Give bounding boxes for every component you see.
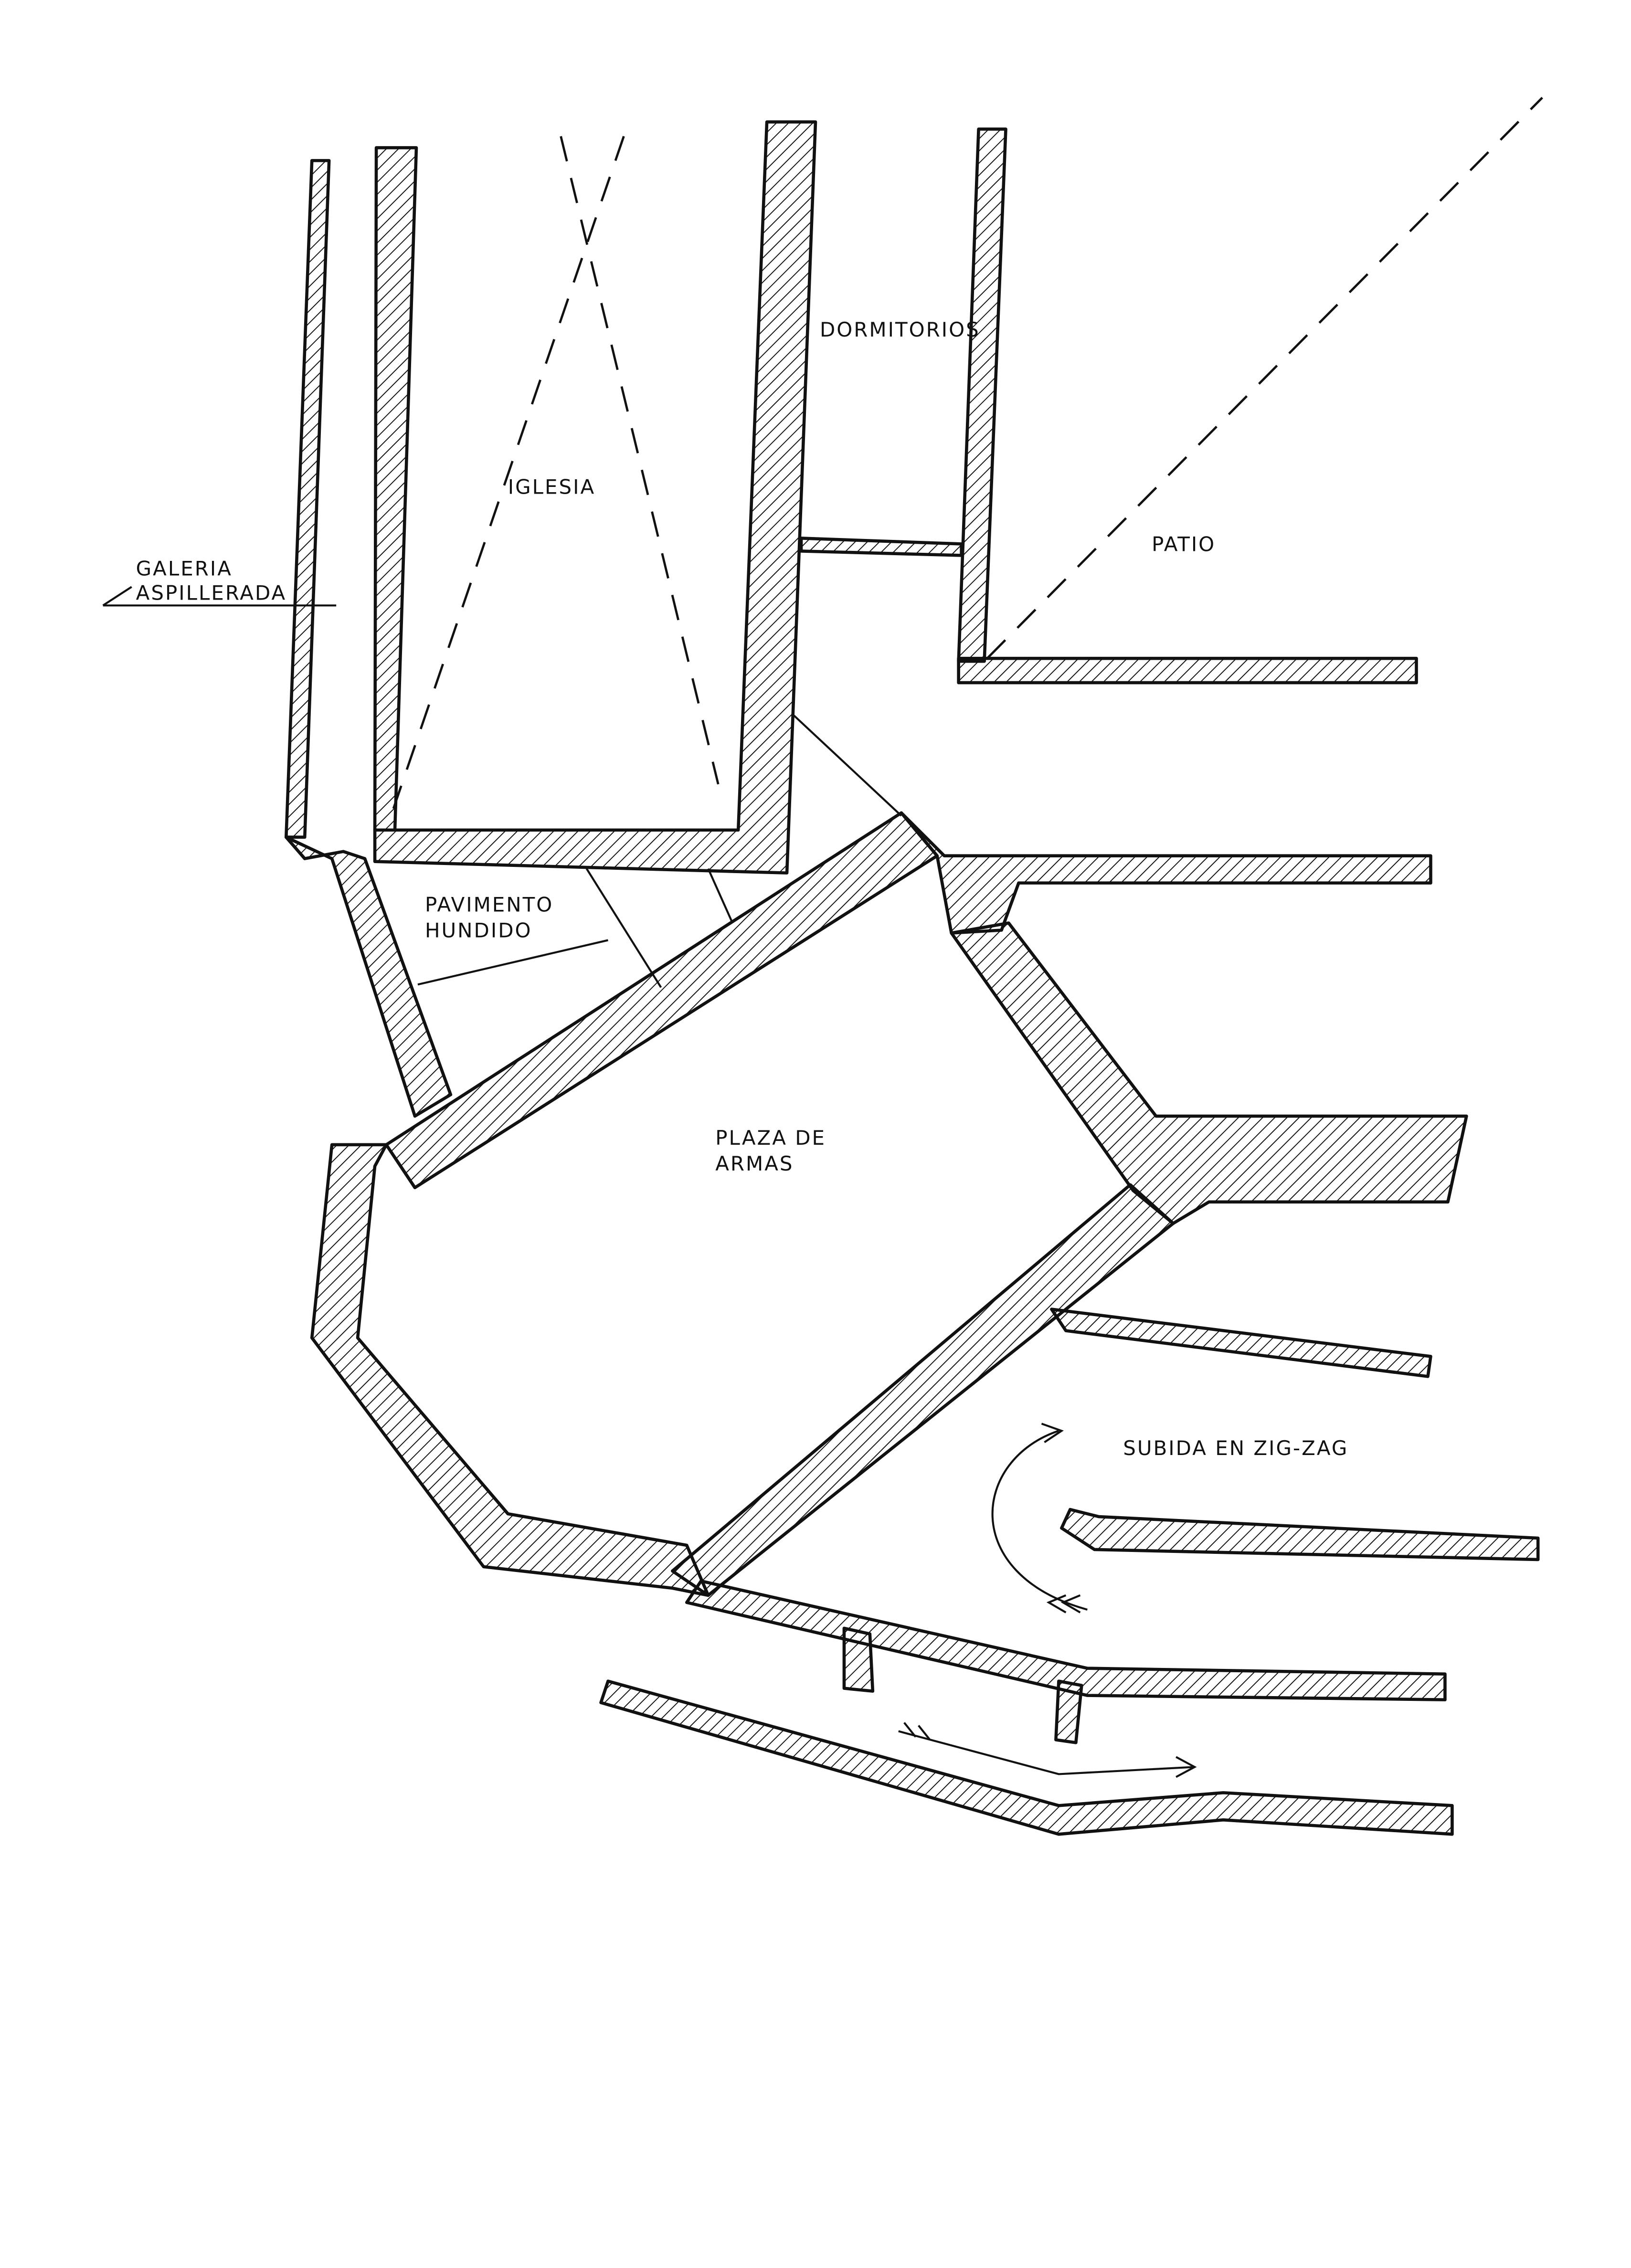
iglesia-east-wall (373, 120, 817, 875)
galeria-passage-wall (285, 835, 453, 1118)
ramp-wall (1050, 1308, 1432, 1378)
plaza-sw-wall (310, 1143, 710, 1597)
pavimento-line (793, 715, 902, 817)
zigzag-arrow-icon (991, 1430, 1088, 1611)
plaza-tower (900, 811, 1432, 935)
arrowhead-icon (1046, 1594, 1081, 1614)
ramp-wall (685, 1579, 1447, 1701)
label-iglesia: IGLESIA (508, 475, 595, 499)
dormitorios-east-wall (957, 127, 1007, 663)
patio-diagonal-line (986, 96, 1543, 659)
label-hundido: HUNDIDO (425, 918, 532, 942)
ascent-arrow-icon (898, 1730, 1197, 1778)
patio-wall (957, 656, 1418, 685)
arrowhead-icon (903, 1722, 931, 1741)
galeria-leader-line (102, 586, 132, 607)
arrowhead-icon (1041, 1423, 1064, 1443)
label-dormitorios: DORMITORIOS (820, 318, 980, 341)
ramp-wall (1060, 1508, 1540, 1561)
label-patio: PATIO (1152, 532, 1216, 556)
pavimento-line (417, 939, 608, 986)
plaza-ne-wall (950, 921, 1468, 1225)
iglesia-west-wall (373, 146, 418, 832)
label-subida: SUBIDA EN ZIG-ZAG (1123, 1436, 1348, 1460)
iglesia-vault-line (392, 136, 625, 809)
ramp-support (1054, 1679, 1083, 1744)
iglesia-vault-line (560, 136, 720, 785)
galeria-outer-wall (285, 159, 331, 839)
label-plaza-de: PLAZA DE (715, 1126, 826, 1150)
label-galeria: GALERIA (136, 557, 233, 580)
ramp-support (842, 1626, 875, 1693)
label-armas: ARMAS (715, 1152, 794, 1175)
pavimento-line (585, 868, 662, 988)
label-pavimento: PAVIMENTO (425, 893, 553, 917)
label-aspillerada: ASPILLERADA (136, 581, 287, 604)
pavimento-line (707, 868, 734, 924)
dormitorios-partition (799, 537, 963, 557)
ramp-wall (599, 1679, 1454, 1836)
